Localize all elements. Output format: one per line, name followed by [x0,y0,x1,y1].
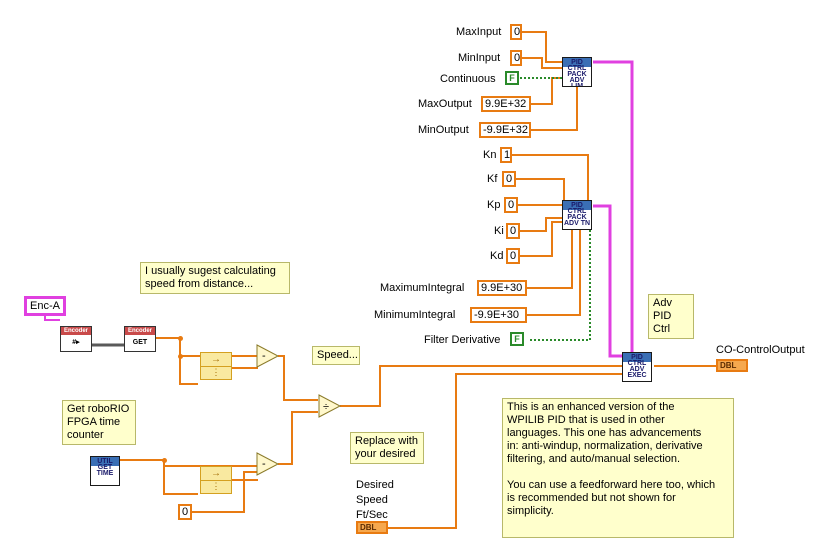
junction-dot [178,354,183,359]
min-input-control[interactable]: 0 [510,50,522,66]
encoder-ref-icon: #▸ [72,339,80,346]
note-distance: I usually sugest calculating speed from … [140,262,290,294]
note-description: This is an enhanced version of the WPILI… [502,398,734,538]
junction-dot [162,458,167,463]
svg-text:÷: ÷ [323,401,329,413]
note-fpga-time: Get roboRIO FPGA time counter [62,400,136,445]
minimum-integral-label: MinimumIntegral [374,309,456,321]
divide-node[interactable]: ÷ [318,394,342,418]
filter-derivative-boolean[interactable]: F [510,332,524,346]
get-time-vi[interactable]: UTIL GET TIME [90,456,120,486]
encoder-get-vi[interactable]: Encoder GET [124,326,156,352]
kp-control[interactable]: 0 [504,197,518,213]
subtract-node-1[interactable]: - [256,344,280,368]
max-input-label: MaxInput [456,26,502,38]
maximum-integral-control[interactable]: 9.9E+30 [477,280,527,296]
adv-pid-ctrl-label: Adv PID Ctrl [648,294,694,339]
speed-label: Speed... [312,346,360,365]
feedback-node-1[interactable]: → ⋮ [200,352,232,380]
kn-label: Kn [483,149,497,161]
kn-control[interactable]: 1 [500,147,512,163]
pid-adv-tuning-vi[interactable]: PID CTRL PACK ADV TN [562,200,592,230]
min-input-label: MinInput [458,52,501,64]
kd-control[interactable]: 0 [506,248,520,264]
max-output-control[interactable]: 9.9E+32 [481,96,531,112]
max-input-control[interactable]: 0 [510,24,522,40]
maximum-integral-label: MaximumIntegral [380,282,465,294]
svg-text:-: - [262,350,266,362]
kf-control[interactable]: 0 [502,171,516,187]
co-output-indicator[interactable]: DBL [716,359,748,372]
co-output-label: CO-ControlOutput [716,344,805,356]
pid-adv-limits-vi[interactable]: PID CTRL PACK ADV LIM [562,57,592,87]
encoder-ref-vi[interactable]: Encoder #▸ [60,326,92,352]
continuous-label: Continuous [440,73,496,85]
encoder-name-label[interactable]: Enc-A [24,296,66,316]
max-output-label: MaxOutput [418,98,472,110]
minimum-integral-control[interactable]: -9.9E+30 [470,307,527,323]
svg-text:-: - [262,458,266,470]
time-constant-control[interactable]: 0 [178,504,192,520]
ki-control[interactable]: 0 [506,223,520,239]
note-replace: Replace with your desired [350,432,424,464]
kp-label: Kp [487,199,501,211]
continuous-boolean[interactable]: F [505,71,519,85]
filter-derivative-label: Filter Derivative [424,334,501,346]
pid-adv-exec-vi[interactable]: PID CTRL ADV EXEC [622,352,652,382]
desired-speed-label: Desired Speed Ft/Sec [356,479,394,521]
desired-speed-control[interactable]: DBL [356,521,388,534]
kf-label: Kf [487,173,498,185]
min-output-label: MinOutput [418,124,469,136]
min-output-control[interactable]: -9.9E+32 [479,122,531,138]
ki-label: Ki [494,225,504,237]
subtract-node-2[interactable]: - [256,452,280,476]
junction-dot [178,336,183,341]
kd-label: Kd [490,250,504,262]
feedback-node-2[interactable]: → ⋮ [200,466,232,494]
